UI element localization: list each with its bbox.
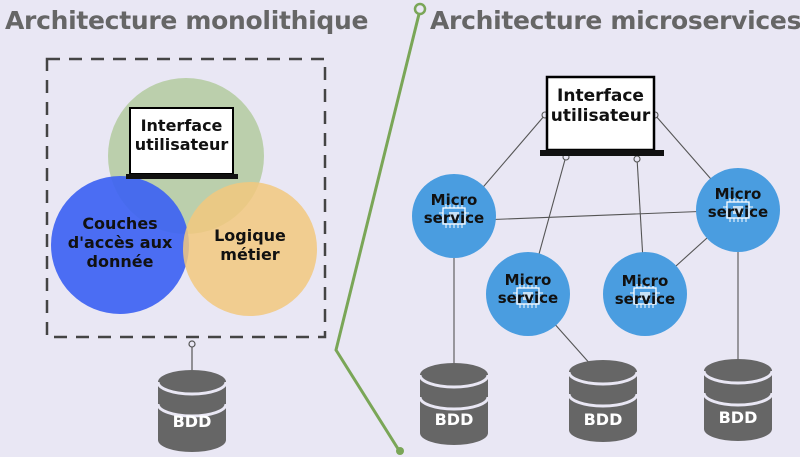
database-icon bbox=[702, 357, 774, 443]
micro-laptop-icon bbox=[540, 75, 664, 156]
monolith-db-connector bbox=[188, 340, 196, 370]
monolith-ui-label: Interface utilisateur bbox=[134, 116, 229, 155]
microservice-label-3: Micro service bbox=[614, 272, 676, 308]
business-logic-label: Logique métier bbox=[214, 226, 286, 265]
database-icon bbox=[567, 358, 639, 444]
business-circle bbox=[183, 182, 317, 316]
microservice-label-4: Micro service bbox=[707, 185, 769, 221]
microservice-node-1 bbox=[412, 174, 496, 258]
micro-db-label-1: BDD bbox=[434, 410, 474, 429]
database-icon bbox=[418, 361, 490, 447]
microservice-label-1: Micro service bbox=[423, 191, 485, 227]
monolith-boundary bbox=[45, 57, 327, 339]
microservice-node-2 bbox=[486, 252, 570, 336]
data-layer-label: Couches d'accès aux donnée bbox=[67, 214, 173, 272]
monolith-title: Architecture monolithique bbox=[5, 6, 369, 35]
divider-line bbox=[334, 2, 427, 455]
micro-db-label-3: BDD bbox=[718, 408, 758, 427]
microservice-label-2: Micro service bbox=[497, 271, 559, 307]
monolith-database-icon bbox=[156, 368, 228, 454]
data-layer-circle bbox=[51, 176, 189, 314]
microservices-title: Architecture microservices bbox=[430, 6, 800, 35]
monolith-db-label: BDD bbox=[172, 412, 212, 431]
monolith-laptop-icon bbox=[126, 107, 238, 179]
micro-db-label-2: BDD bbox=[583, 410, 623, 429]
micro-ui-label: Interface utilisateur bbox=[550, 86, 651, 127]
microservice-node-4 bbox=[696, 168, 780, 252]
microservice-node-3 bbox=[603, 252, 687, 336]
